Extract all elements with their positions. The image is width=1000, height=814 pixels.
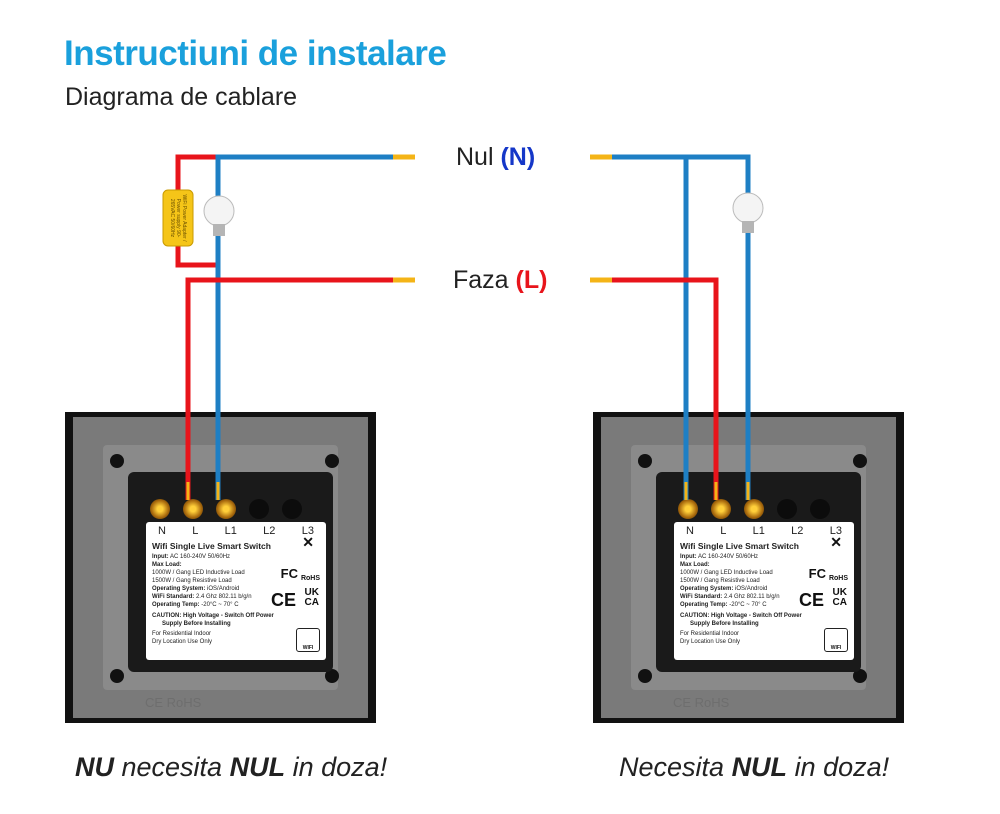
neutral-code: (N)	[500, 143, 536, 171]
bulb-icon-right	[732, 192, 764, 233]
bulb-icon-left	[203, 195, 235, 236]
phase-label: Faza (L)	[453, 266, 548, 294]
weee-bin-icon: ✕	[302, 534, 314, 550]
caption-left: NU necesita NUL in doza!	[75, 752, 388, 782]
plate-mark: CE RoHS	[673, 695, 730, 710]
caption-right: Necesita NUL in doza!	[619, 752, 890, 782]
plate-mark: CE RoHS	[145, 695, 202, 710]
capacitor-label: WiFi Power Adapter / Power supply 90-265…	[169, 194, 187, 242]
capacitor-icon	[162, 189, 194, 247]
phase-code: (L)	[515, 266, 548, 294]
page-title: Instructiuni de instalare	[64, 34, 447, 73]
left-neutral-wire	[215, 154, 395, 500]
right-phase-wire	[598, 277, 719, 500]
page-subtitle: Diagrama de cablare	[65, 83, 298, 111]
right-neutral-wire	[598, 154, 751, 500]
wifi-icon: WIFI	[824, 628, 848, 652]
neutral-label: Nul (N)	[456, 143, 536, 171]
wifi-icon: WIFI	[296, 628, 320, 652]
left-phase-wire	[185, 277, 395, 500]
weee-bin-icon: ✕	[830, 534, 842, 550]
